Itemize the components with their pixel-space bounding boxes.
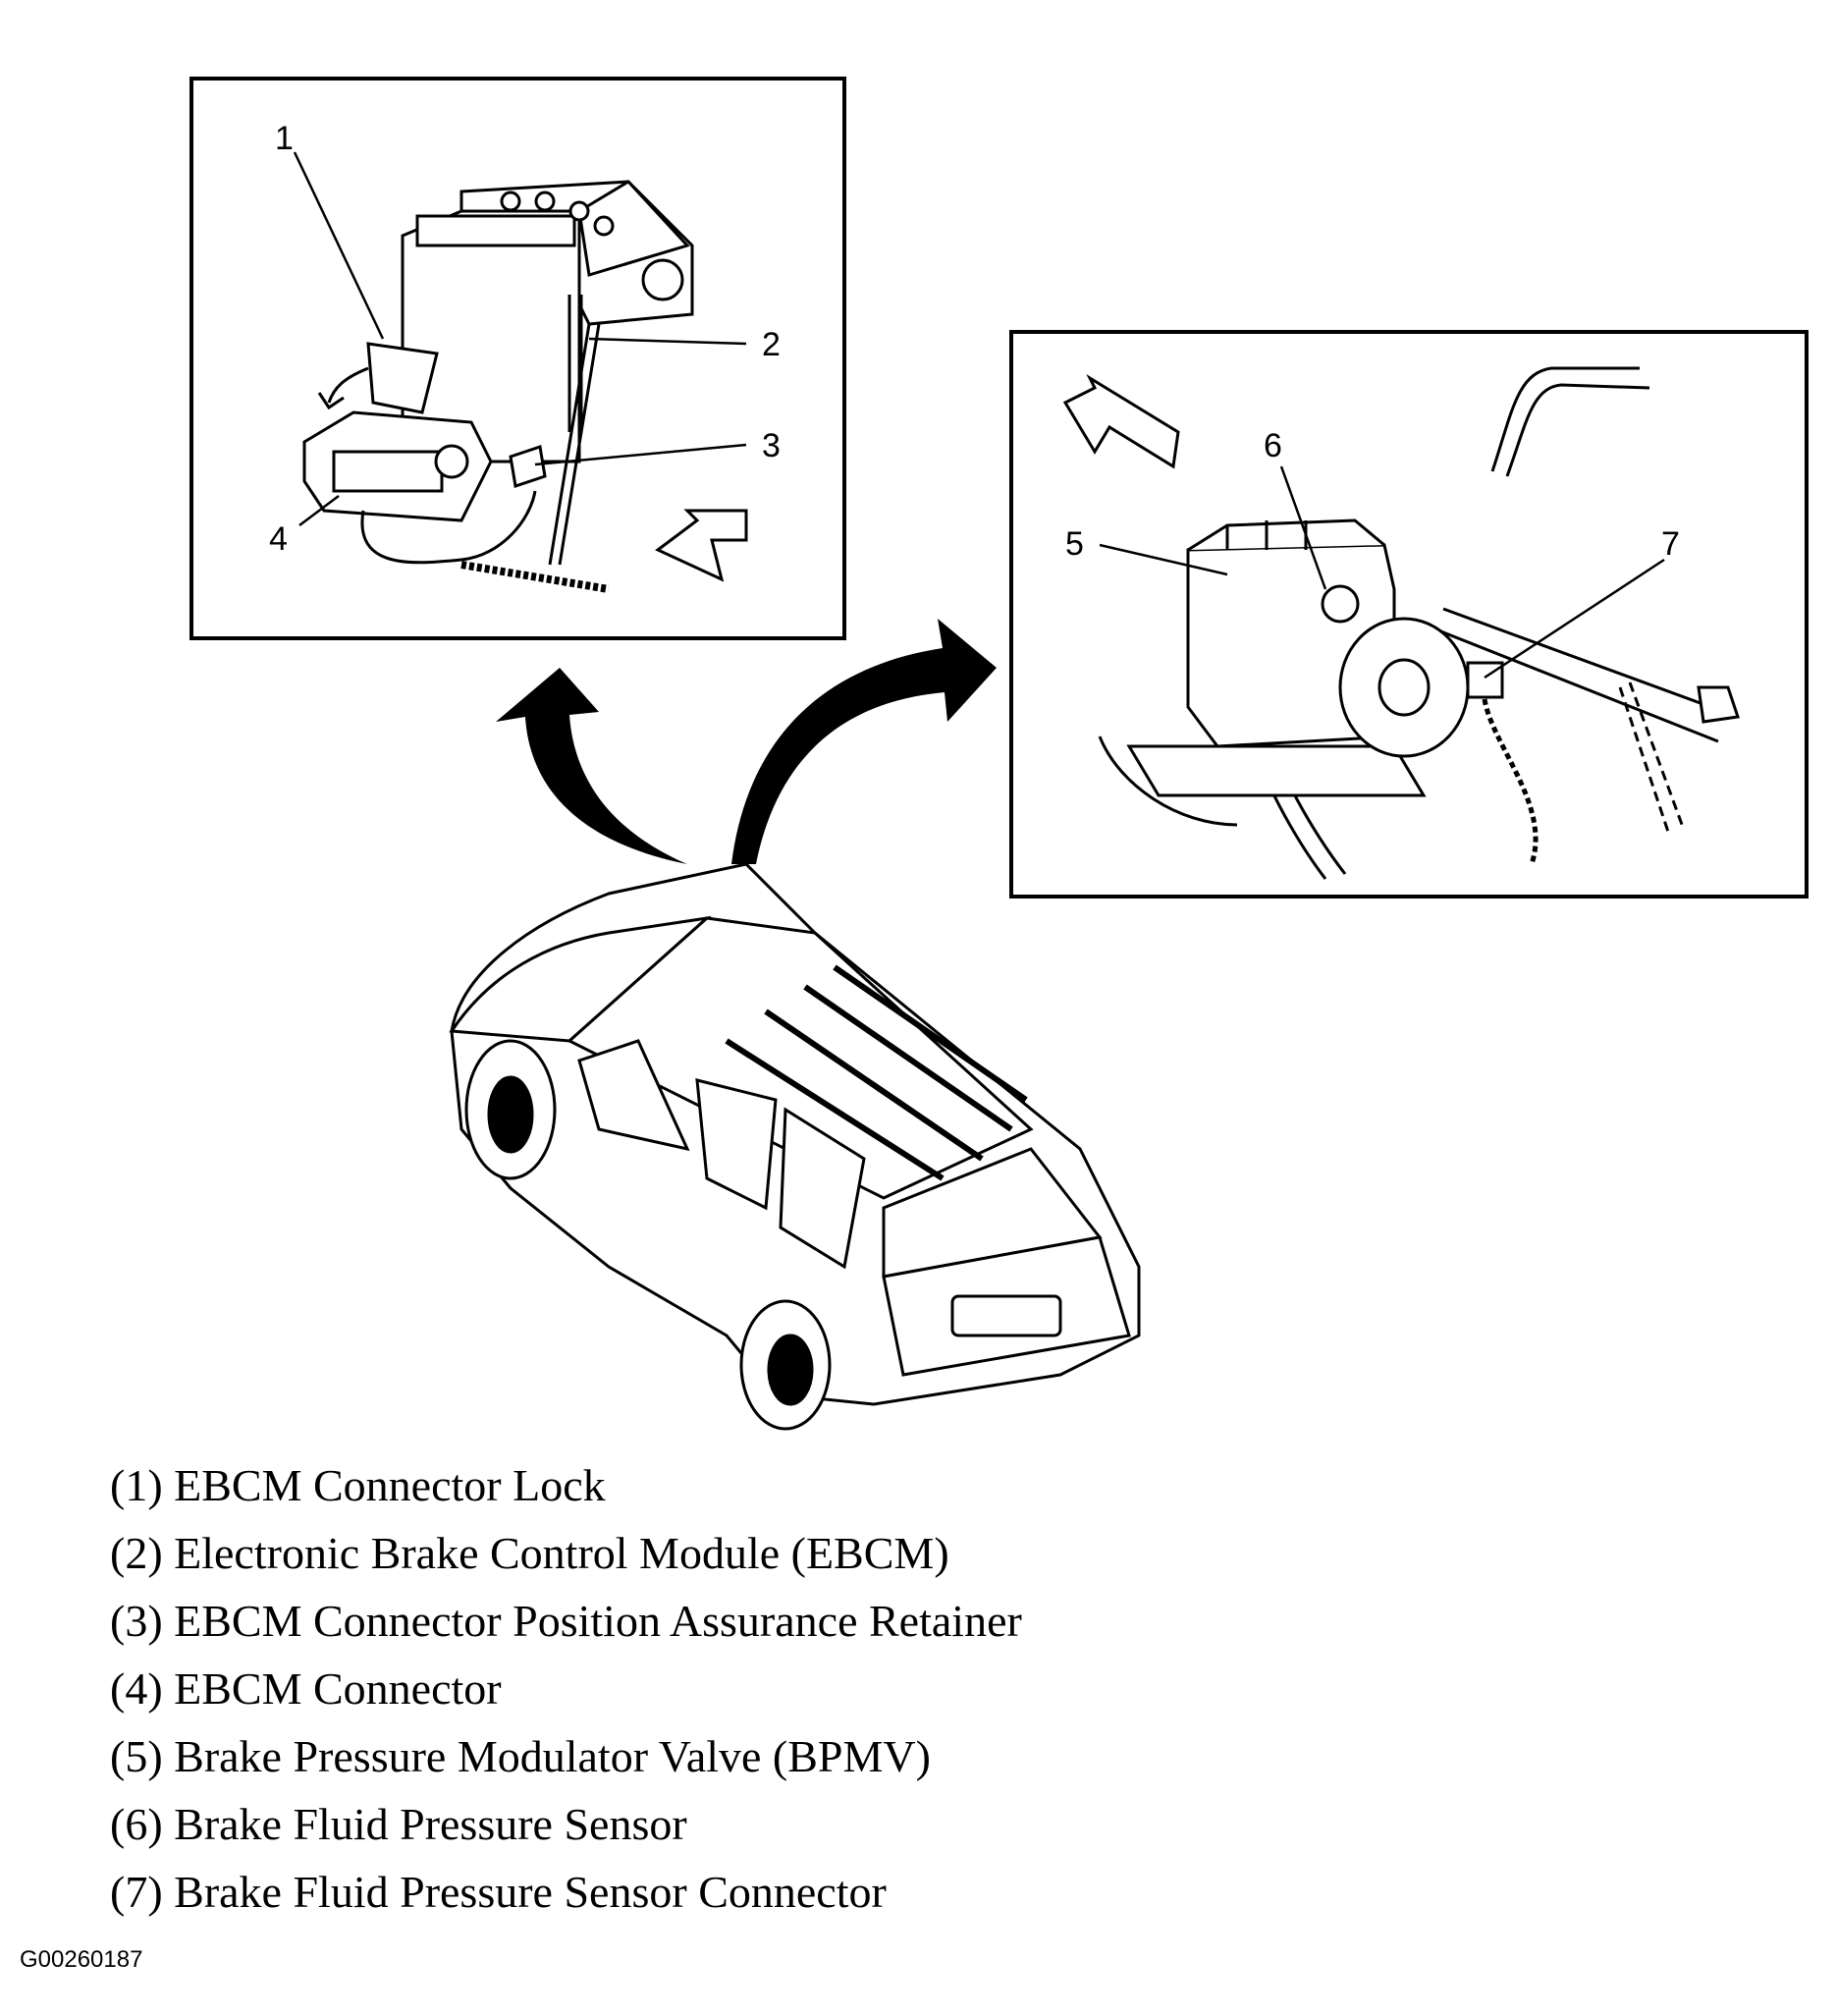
- figure-id: G00260187: [20, 1946, 143, 1973]
- legend-item-2: (2) Electronic Brake Control Module (EBC…: [110, 1528, 949, 1578]
- callout-4: 4: [269, 520, 288, 558]
- pointer-arrow-right-icon: [731, 619, 997, 864]
- component-legend: (1) EBCM Connector Lock (2) Electronic B…: [110, 1451, 1022, 1926]
- bpmv-drawing: [1098, 366, 1740, 880]
- component-location-diagram: 1 2 3 4: [189, 77, 1809, 1431]
- forward-arrow-icon-right: [1062, 373, 1180, 469]
- callout-6: 6: [1264, 427, 1282, 464]
- callout-5: 5: [1065, 525, 1084, 563]
- leader-lines-right: [1099, 465, 1665, 680]
- pointer-arrow-left-icon: [496, 668, 687, 864]
- leader-lines-left: [293, 151, 747, 526]
- ebcm-module-drawing: [302, 180, 694, 593]
- callout-3: 3: [762, 427, 781, 464]
- callout-2: 2: [762, 326, 781, 363]
- callout-1: 1: [275, 120, 294, 157]
- bpmv-detail-inset: 5 6 7: [1009, 330, 1809, 899]
- ebcm-detail-inset: 1 2 3 4: [189, 77, 846, 640]
- legend-item-5: (5) Brake Pressure Modulator Valve (BPMV…: [110, 1731, 931, 1781]
- legend-item-6: (6) Brake Fluid Pressure Sensor: [110, 1799, 687, 1849]
- forward-arrow-icon: [655, 509, 748, 582]
- legend-item-7: (7) Brake Fluid Pressure Sensor Connecto…: [110, 1867, 887, 1917]
- callout-7: 7: [1661, 525, 1680, 563]
- vehicle-drawing: [449, 862, 1141, 1431]
- legend-item-3: (3) EBCM Connector Position Assurance Re…: [110, 1596, 1022, 1646]
- legend-item-4: (4) EBCM Connector: [110, 1663, 502, 1714]
- legend-item-1: (1) EBCM Connector Lock: [110, 1460, 606, 1510]
